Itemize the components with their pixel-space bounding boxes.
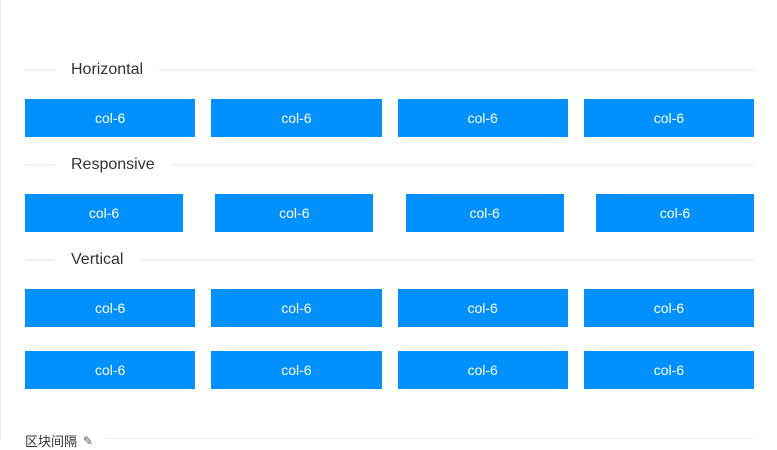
section-divider-horizontal: Horizontal — [25, 59, 754, 81]
grid-col: col-6 — [397, 99, 568, 137]
grid-col: col-6 — [405, 194, 564, 232]
horizontal-row: col-6 col-6 col-6 col-6 — [25, 99, 754, 137]
grid-col: col-6 — [25, 351, 196, 389]
grid-col: col-6 — [25, 99, 196, 137]
divider-line — [25, 69, 55, 71]
left-border — [0, 0, 1, 440]
divider-line — [25, 164, 55, 166]
section-divider-vertical: Vertical — [25, 249, 754, 271]
next-section-title: 区块间隔 — [25, 434, 78, 449]
grid-col: col-6 — [397, 289, 568, 327]
grid-col: col-6 — [211, 289, 382, 327]
divider-line — [25, 259, 55, 261]
grid-col: col-6 — [215, 194, 374, 232]
section-divider-responsive: Responsive — [25, 154, 754, 176]
grid-col: col-6 — [397, 351, 568, 389]
section-title: Vertical — [71, 251, 124, 268]
grid-col: col-6 — [583, 99, 754, 137]
grid-col: col-6 — [25, 194, 183, 232]
grid-col: col-6 — [25, 289, 196, 327]
responsive-row: col-6 col-6 col-6 col-6 — [25, 194, 754, 232]
section-title: Responsive — [71, 156, 155, 173]
grid-col: col-6 — [583, 351, 754, 389]
divider-line — [105, 438, 754, 439]
pencil-icon[interactable]: ✎ — [83, 433, 94, 448]
vertical-row-1: col-6 col-6 col-6 col-6 — [25, 289, 754, 327]
section-title: Horizontal — [71, 61, 144, 78]
divider-line — [159, 69, 754, 71]
grid-col: col-6 — [211, 351, 382, 389]
grid-col: col-6 — [583, 289, 754, 327]
vertical-row-2: col-6 col-6 col-6 col-6 — [25, 351, 754, 389]
divider-line — [170, 164, 754, 166]
grid-col: col-6 — [595, 194, 754, 232]
next-section-heading: 区块间隔 ✎ — [25, 431, 93, 450]
divider-line — [139, 259, 754, 261]
grid-col: col-6 — [211, 99, 382, 137]
